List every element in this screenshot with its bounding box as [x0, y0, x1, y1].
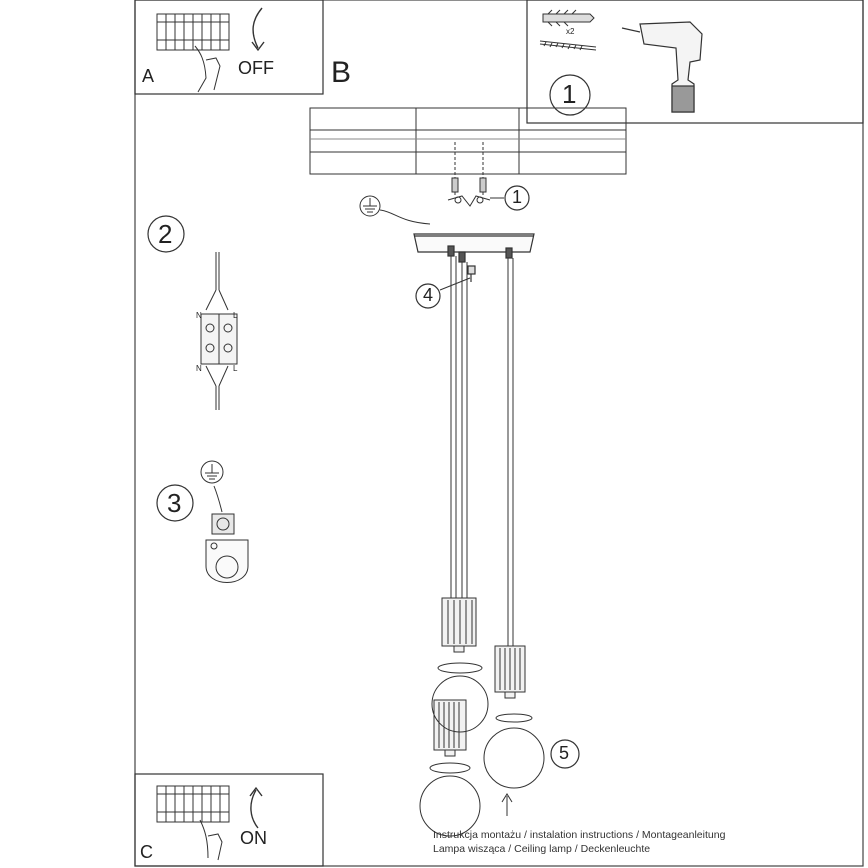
terminal-l-bottom: L [233, 364, 238, 373]
footer-line-2: Lampa wisząca / Ceiling lamp / Deckenleu… [433, 843, 651, 855]
glass-globes [419, 662, 545, 837]
earth-step-number: 3 [167, 488, 182, 518]
bulbs-step-circle [550, 739, 580, 769]
drill-icon [621, 21, 703, 113]
screw-step-circle [415, 283, 441, 309]
anchor-icon [542, 9, 595, 27]
outer-frame [134, 0, 864, 867]
earth-terminal [200, 460, 249, 583]
tools-step-circle [549, 74, 591, 116]
lamp-holder-1 [441, 597, 477, 653]
panel-a-label: A [142, 66, 155, 86]
terminal-l-top: L [233, 311, 238, 320]
footer-line-1: Instrukcja montażu / instalation instruc… [433, 829, 726, 841]
wiring-step-circle [147, 215, 185, 253]
pendant-cables [450, 256, 514, 648]
breaker-icon-on [156, 785, 263, 861]
off-label: OFF [238, 58, 274, 78]
ceiling [309, 107, 627, 175]
lamp-holder-3 [433, 699, 467, 757]
tools-panel-box [526, 0, 864, 124]
footer-caption: Instrukcja montażu / instalation instruc… [433, 828, 725, 856]
wiring-step-number: 2 [158, 219, 173, 249]
mount-step-number: 1 [512, 187, 523, 207]
panel-b-label: B [331, 56, 352, 89]
terminal-n-top: N [196, 311, 202, 320]
terminal-n-bottom: N [196, 364, 202, 373]
step-circles [147, 74, 591, 769]
mount-step-circle [504, 185, 530, 211]
on-label: ON [240, 828, 267, 848]
anchor-quantity: x2 [566, 27, 575, 36]
earth-symbol-canopy [359, 195, 431, 225]
screw-icon [539, 40, 597, 51]
bulbs-step-number: 5 [559, 743, 570, 763]
breaker-icon-off [156, 7, 265, 93]
wiring-connector [200, 252, 238, 410]
tools-step-number: 1 [562, 79, 577, 109]
earth-step-circle [156, 484, 194, 522]
panel-c-label: C [140, 842, 153, 862]
mounting-bracket [447, 142, 504, 207]
canopy [413, 233, 535, 282]
screw-step-number: 4 [423, 285, 434, 305]
lamp-holder-2 [494, 645, 526, 699]
panel-a-box [134, 0, 324, 95]
panel-c-box [134, 773, 324, 867]
